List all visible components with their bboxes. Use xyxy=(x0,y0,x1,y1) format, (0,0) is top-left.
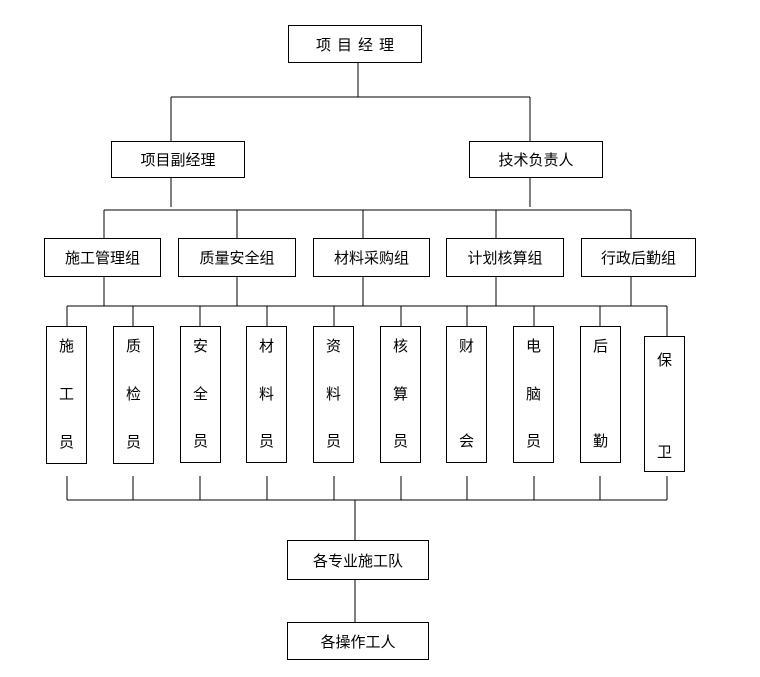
role-char: 财 xyxy=(458,337,474,355)
role-char: 质 xyxy=(125,337,141,355)
role-documentation-clerk: 资 料 员 xyxy=(313,326,354,463)
planning-accounting-group-node: 计划核算组 xyxy=(446,238,564,277)
node-label: 材料采购组 xyxy=(333,249,409,267)
deputy-manager-node: 项目副经理 xyxy=(111,141,245,178)
role-computer-operator: 电 脑 员 xyxy=(513,326,554,463)
role-char: 后 xyxy=(592,337,608,355)
workers-node: 各操作工人 xyxy=(287,622,429,660)
role-construction-worker: 施 工 员 xyxy=(46,326,87,464)
role-char: 员 xyxy=(392,432,408,450)
node-label: 各操作工人 xyxy=(320,632,396,651)
role-char: 员 xyxy=(192,432,208,450)
role-finance: 财 会 xyxy=(446,326,487,463)
construction-teams-node: 各专业施工队 xyxy=(287,540,429,580)
role-char: 材 xyxy=(258,337,274,355)
project-manager-node: 项目经理 xyxy=(288,25,422,63)
role-quality-inspector: 质 检 员 xyxy=(113,326,154,464)
role-char: 料 xyxy=(258,384,274,403)
node-label: 各专业施工队 xyxy=(312,551,403,570)
role-char: 核 xyxy=(392,337,408,355)
role-char: 员 xyxy=(525,432,541,450)
role-char: 资 xyxy=(325,337,341,355)
construction-management-group-node: 施工管理组 xyxy=(44,238,161,277)
role-char: 会 xyxy=(458,432,474,450)
role-security: 保 卫 xyxy=(644,336,685,472)
node-label: 项目副经理 xyxy=(140,151,216,169)
role-logistics: 后 勤 xyxy=(580,326,621,463)
node-label: 项目经理 xyxy=(315,35,400,54)
role-cost-accountant: 核 算 员 xyxy=(380,326,421,463)
role-char: 脑 xyxy=(525,384,541,403)
role-char: 算 xyxy=(392,384,408,403)
materials-procurement-group-node: 材料采购组 xyxy=(313,238,430,277)
role-char: 工 xyxy=(58,385,74,403)
node-label: 质量安全组 xyxy=(199,249,275,267)
admin-logistics-group-node: 行政后勤组 xyxy=(581,238,696,277)
role-char: 勤 xyxy=(592,432,608,450)
role-char: 卫 xyxy=(656,443,672,461)
role-char: 员 xyxy=(125,433,141,451)
role-char: 电 xyxy=(525,337,541,355)
role-materials-clerk: 材 料 员 xyxy=(246,326,287,463)
node-label: 技术负责人 xyxy=(498,151,574,169)
role-char: 全 xyxy=(192,384,208,403)
role-char: 安 xyxy=(192,337,208,355)
node-label: 行政后勤组 xyxy=(600,249,676,267)
node-label: 施工管理组 xyxy=(64,249,140,267)
technical-lead-node: 技术负责人 xyxy=(469,141,603,178)
role-char: 施 xyxy=(58,337,74,355)
quality-safety-group-node: 质量安全组 xyxy=(178,238,296,277)
role-char: 员 xyxy=(325,432,341,450)
role-char: 员 xyxy=(258,432,274,450)
role-char: 检 xyxy=(125,385,141,403)
node-label: 计划核算组 xyxy=(467,249,543,267)
role-char: 料 xyxy=(325,384,341,403)
role-char: 员 xyxy=(58,433,74,451)
role-safety-officer: 安 全 员 xyxy=(180,326,221,463)
role-char: 保 xyxy=(656,351,672,369)
